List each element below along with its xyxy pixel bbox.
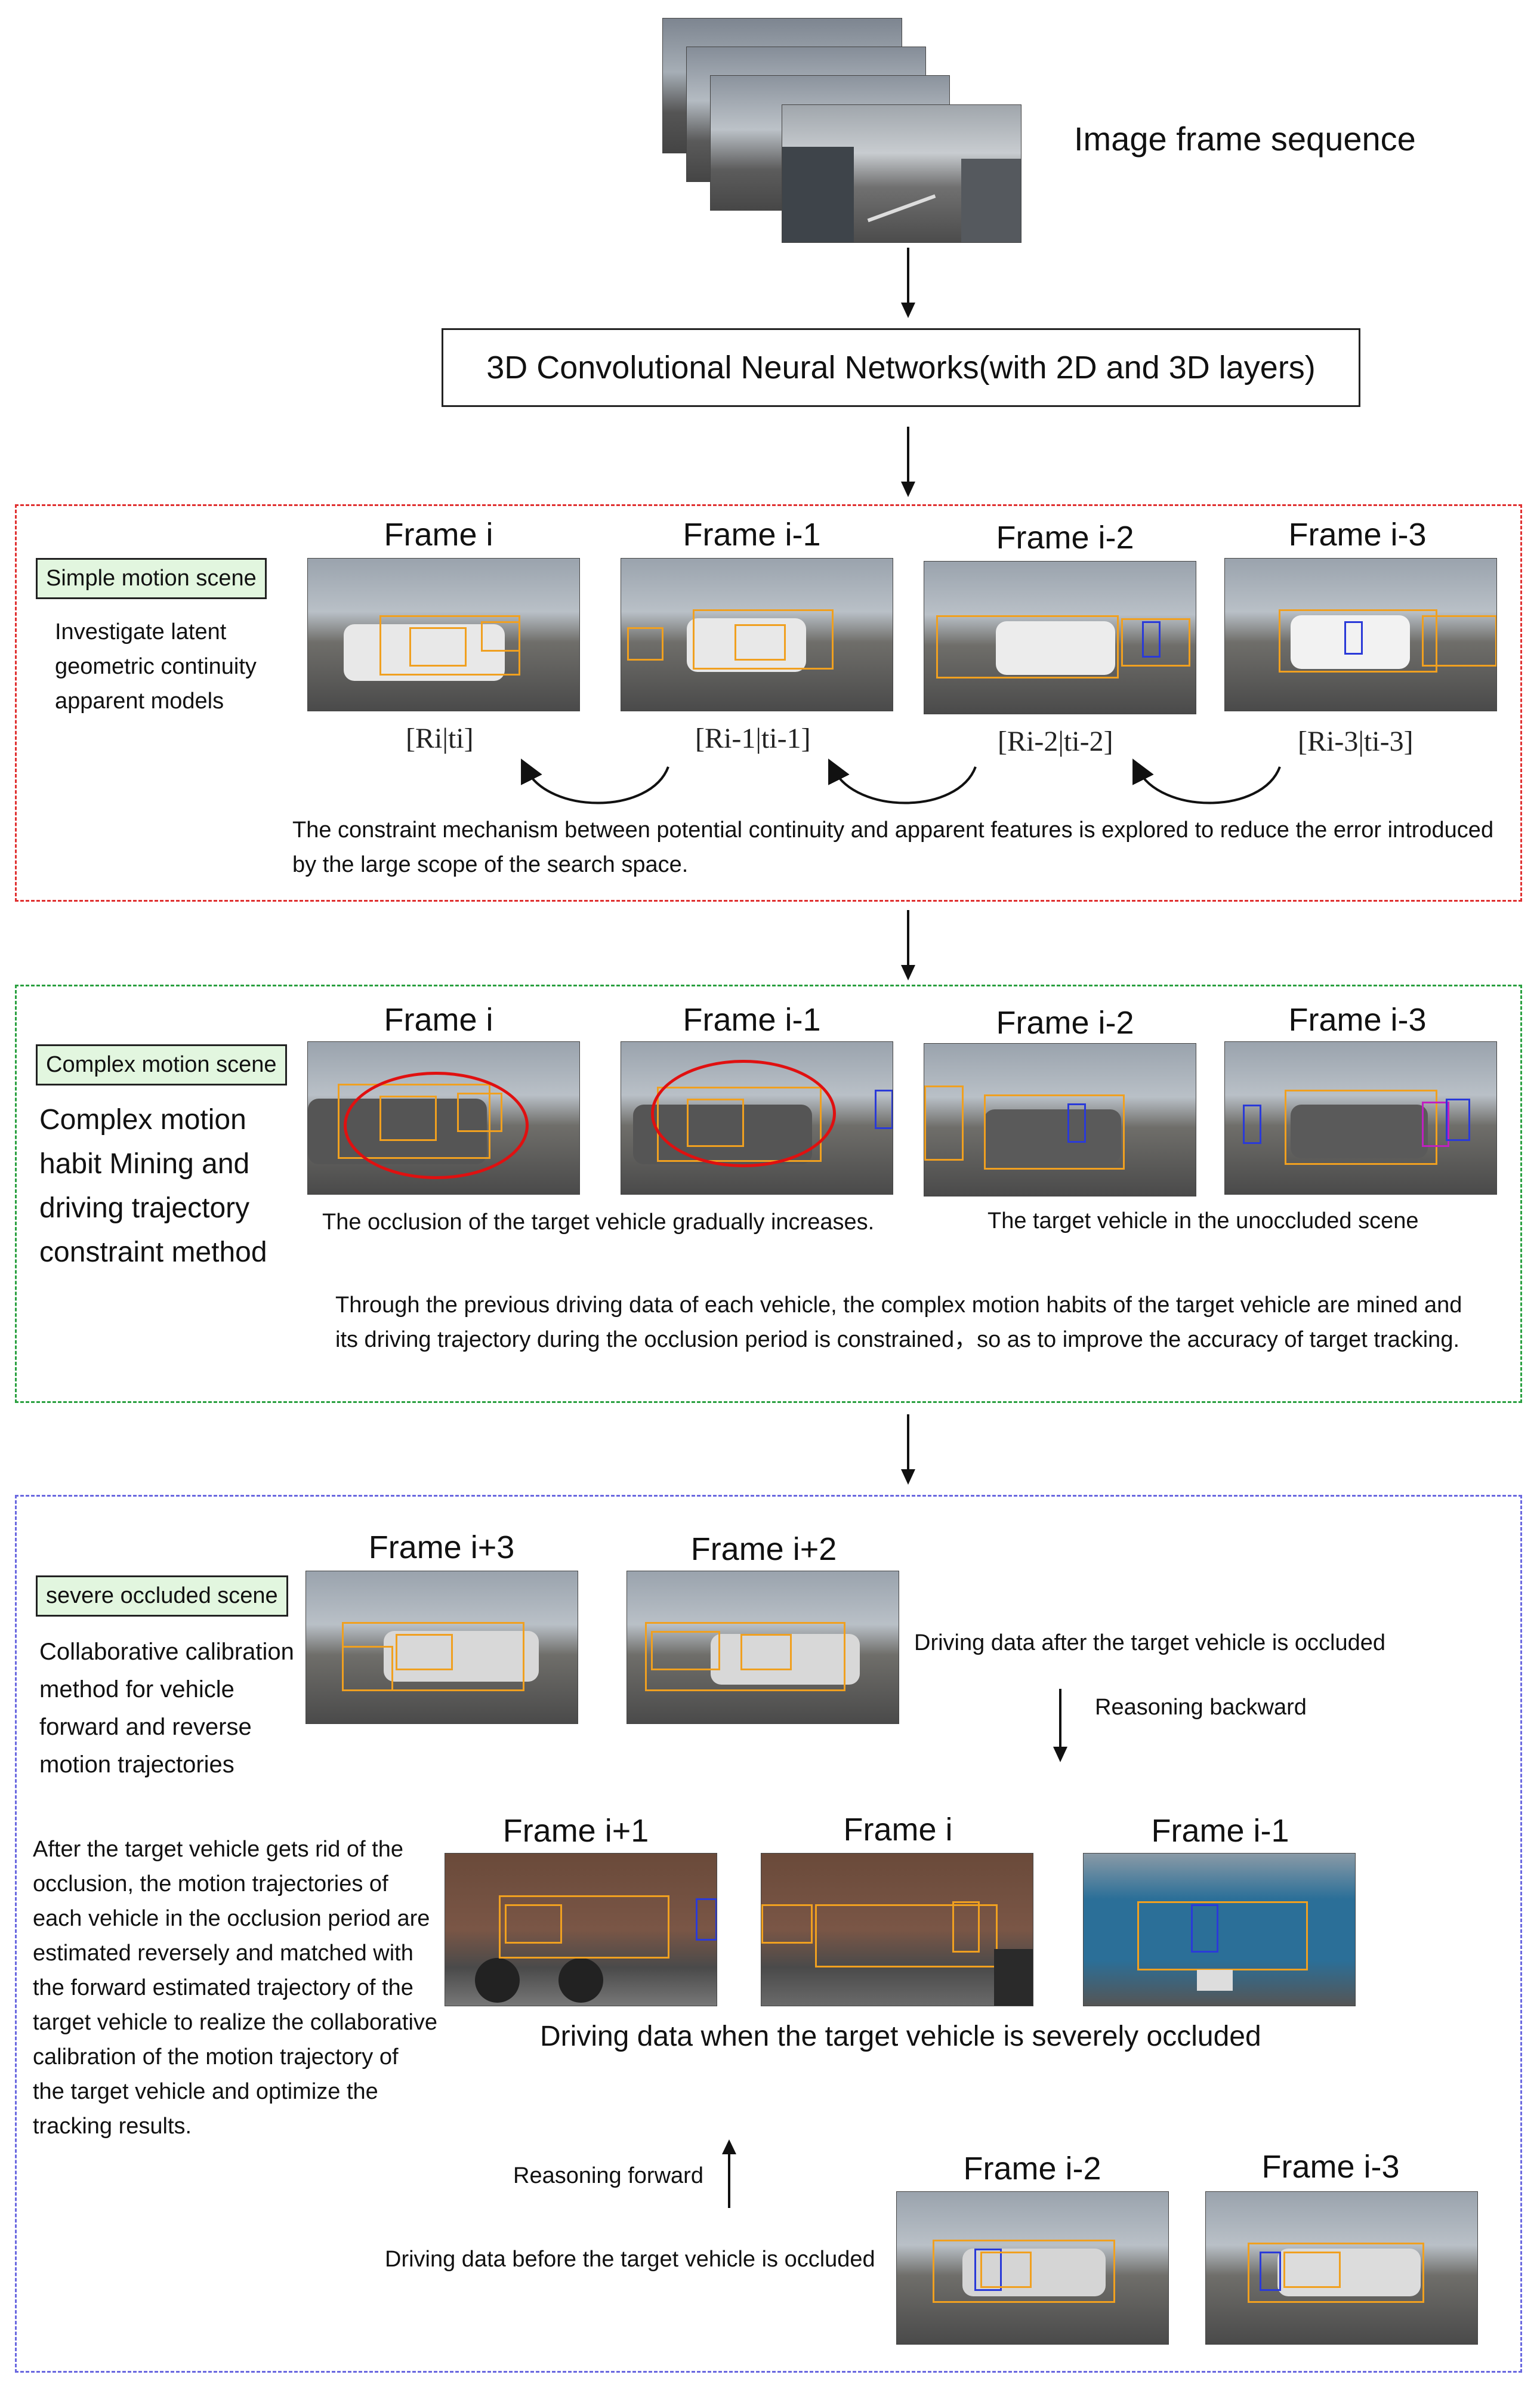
s1-frame-label-3: Frame i-3	[1288, 517, 1427, 553]
s3-occ-frame-label-2: Frame i-1	[1151, 1813, 1289, 1849]
s2-image-3	[1224, 1041, 1497, 1195]
s3-before-image-0	[896, 2191, 1169, 2345]
occlusion-caption: The occlusion of the target vehicle grad…	[322, 1210, 875, 1235]
severely-occluded-caption: Driving data when the target vehicle is …	[540, 2021, 1261, 2052]
s1-caption: The constraint mechanism between potenti…	[292, 818, 1494, 877]
s1-image-1	[621, 558, 893, 711]
s1-matrix-0: [Ri|ti]	[406, 723, 474, 754]
occlusion-ellipse-1	[651, 1060, 836, 1167]
s1-frame-label-1: Frame i-1	[683, 517, 821, 553]
s1-matrix-3: [Ri-3|ti-3]	[1298, 726, 1414, 757]
s3-before-frame-label-1: Frame i-3	[1261, 2149, 1400, 2185]
s1-image-3	[1224, 558, 1497, 711]
s2-image-2	[924, 1043, 1196, 1196]
s3-occ-image-1	[761, 1853, 1033, 2006]
arrow-down-3	[901, 910, 915, 980]
s1-image-2	[924, 561, 1196, 714]
image-frame-stack	[662, 18, 1032, 245]
s2-image-0	[307, 1041, 580, 1195]
complex-motion-desc: Complex motion habit Mining and driving …	[39, 1104, 267, 1268]
s3-occ-image-0	[445, 1853, 717, 2006]
arrow-down-1	[901, 248, 915, 318]
s3-occ-frame-label-0: Frame i+1	[502, 1813, 649, 1849]
severe-occluded-tag: severe occluded scene	[36, 1575, 288, 1617]
s2-image-1	[621, 1041, 893, 1195]
s2-caption: Through the previous driving data of eac…	[335, 1293, 1462, 1352]
reasoning-backward-arrow	[1053, 1689, 1067, 1762]
section-complex-motion	[15, 985, 1522, 1403]
s3-occ-image-2	[1083, 1853, 1356, 2006]
simple-motion-tag: Simple motion scene	[36, 558, 267, 599]
s3-occ-frame-label-1: Frame i	[843, 1812, 953, 1848]
s1-matrix-2: [Ri-2|ti-2]	[998, 726, 1113, 757]
simple-motion-desc: Investigate latent geometric continuity …	[55, 619, 257, 714]
reasoning-backward-label: Reasoning backward	[1095, 1695, 1307, 1720]
s2-frame-label-0: Frame i	[384, 1002, 493, 1038]
severe-occluded-desc: Collaborative calibration method for veh…	[39, 1639, 294, 1778]
cnn-box: 3D Convolutional Neural Networks(with 2D…	[442, 328, 1360, 407]
before-occlusion-caption: Driving data before the target vehicle i…	[385, 2247, 875, 2272]
cnn-label: 3D Convolutional Neural Networks(with 2D…	[486, 350, 1316, 386]
s3-before-frame-label-0: Frame i-2	[963, 2151, 1101, 2187]
s1-frame-label-0: Frame i	[384, 517, 493, 553]
collaborative-explanation: After the target vehicle gets rid of the…	[33, 1837, 438, 2139]
arrow-down-2	[901, 427, 915, 497]
unoccluded-caption: The target vehicle in the unoccluded sce…	[987, 1208, 1419, 1233]
s1-curved-arrows	[521, 758, 1281, 804]
s3-after-image-0	[305, 1571, 578, 1724]
s2-frame-label-2: Frame i-2	[996, 1005, 1134, 1041]
s3-after-frame-label-1: Frame i+2	[690, 1531, 837, 1567]
s2-frame-label-1: Frame i-1	[683, 1002, 821, 1038]
s2-frame-label-3: Frame i-3	[1288, 1002, 1427, 1038]
stack-frame-4	[782, 104, 1021, 243]
s3-after-frame-label-0: Frame i+3	[368, 1529, 515, 1565]
complex-motion-tag: Complex motion scene	[36, 1044, 287, 1085]
reasoning-forward-label: Reasoning forward	[513, 2163, 703, 2188]
s3-before-image-1	[1205, 2191, 1478, 2345]
after-occlusion-caption: Driving data after the target vehicle is…	[914, 1630, 1385, 1655]
s1-matrix-1: [Ri-1|ti-1]	[695, 723, 811, 754]
s1-frame-label-2: Frame i-2	[996, 520, 1134, 556]
section-severe-occluded	[15, 1495, 1522, 2373]
arrow-down-4	[901, 1414, 915, 1485]
section-simple-motion	[15, 504, 1522, 902]
s3-after-image-1	[627, 1571, 899, 1724]
occlusion-ellipse-0	[344, 1072, 529, 1179]
s1-image-0	[307, 558, 580, 711]
reasoning-forward-arrow	[722, 2139, 736, 2208]
image-sequence-label: Image frame sequence	[1074, 120, 1416, 158]
